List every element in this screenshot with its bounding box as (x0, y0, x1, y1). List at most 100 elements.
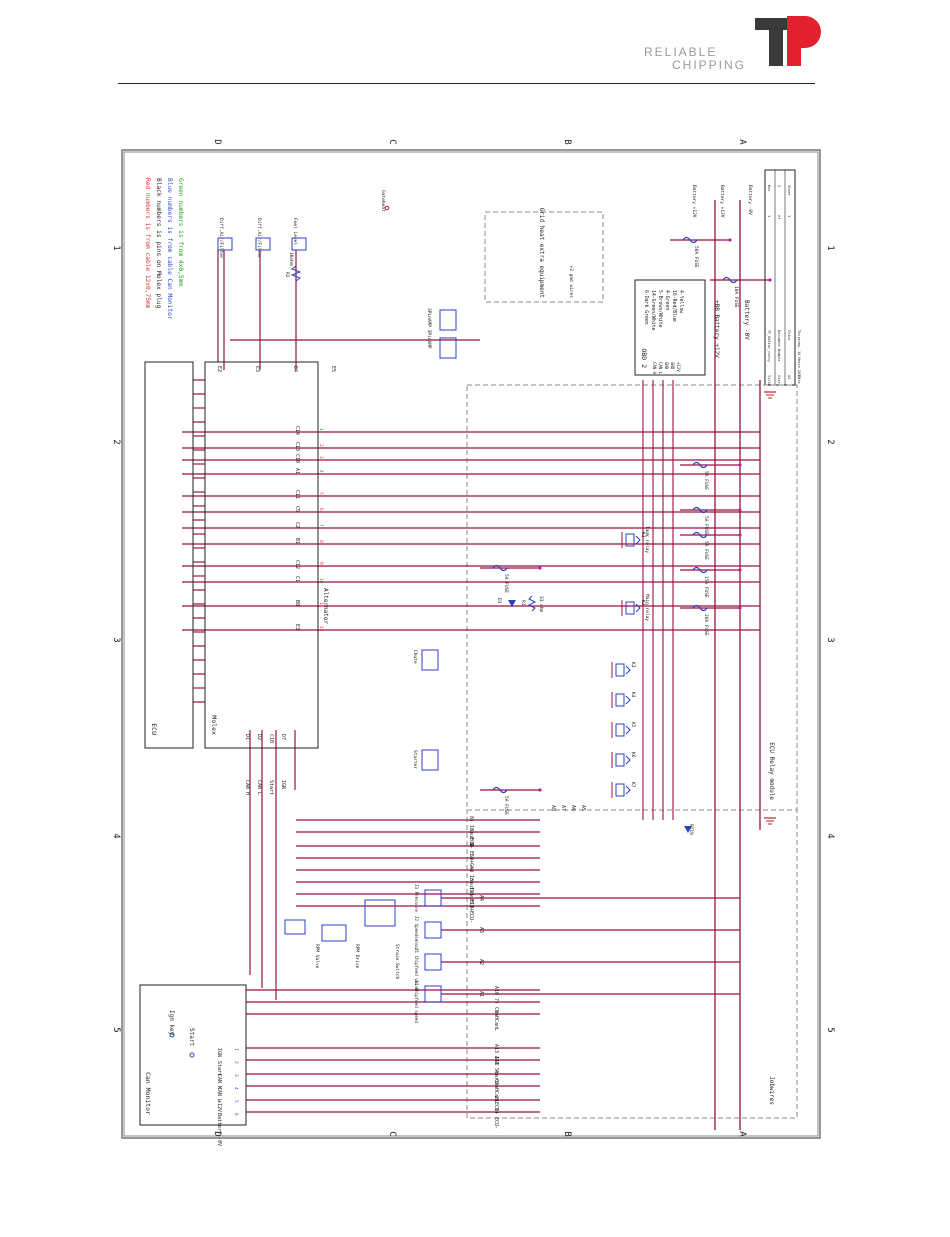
cable-num-1: 2 (318, 444, 324, 447)
zone-marker-left-1: 1 (111, 245, 121, 250)
grid-heat-region (484, 211, 604, 303)
sensor-label-0: Diff.Air/Filter (218, 218, 224, 259)
fuse-8-label: 5A FUSE (503, 796, 509, 815)
zone-marker-right-1: 1 (825, 245, 835, 250)
relay-K7 (615, 783, 625, 797)
fuse-junction-1 (768, 278, 772, 282)
fuse-1-label: 10A FUSE (733, 286, 739, 308)
can-monitor-block (139, 984, 247, 1126)
j-label-3: J4 Chipfeed speed (414, 980, 419, 1023)
zone-marker-left-2: 2 (111, 439, 121, 444)
can-monitor-label: Can Monitor (144, 1072, 152, 1115)
pos-label-1: Battery +12V (719, 185, 725, 218)
a-pin-A7: A7 (560, 805, 566, 811)
ecu-pin-C5: C5 (294, 506, 300, 512)
bottom-wire-label-2: 8) CanL (493, 1010, 499, 1031)
row-marker-top-C: C (387, 139, 397, 144)
title-value-2: Chips (787, 330, 791, 341)
title-key-3: Date (797, 375, 801, 383)
fuse-3 (692, 506, 708, 514)
zone-marker-left-3: 3 (111, 637, 121, 642)
relay-K5-label: K5 (630, 722, 636, 728)
j-pin-A2: A2 (478, 959, 484, 965)
zone-marker-right-3: 3 (825, 637, 835, 642)
cable-num-7: 8 (318, 540, 324, 543)
battery-label-1: Battery -0V (743, 300, 750, 340)
molex-pin-D2: D2 (256, 734, 262, 740)
obd-label: OBD 2 (640, 348, 648, 368)
page-header: RELIABLE CHIPPING TP (0, 0, 950, 90)
frame-inner (123, 151, 819, 1137)
zone-marker-right-2: 2 (825, 439, 835, 444)
can-monitor-row-1: Start (216, 1061, 222, 1076)
title-right-0: Rev (767, 185, 771, 191)
jobwires-region (466, 809, 798, 1119)
relay-K1-label: K1 (640, 532, 646, 538)
top-pin-E2: E2 (216, 366, 222, 372)
title-key-2: A3 (787, 375, 791, 379)
pos-label-0: Battery +12V (691, 185, 697, 218)
j-label-2: J1 Chipfeed valve (414, 948, 419, 991)
fuse-2 (692, 461, 708, 469)
tagline-chipping: CHIPPING (672, 58, 747, 72)
j-pin-A4: A4 (478, 895, 484, 901)
plug-io-label-0: 8) Input 1 (468, 816, 474, 846)
tp-logo: TP (755, 14, 821, 66)
row-marker-top-D: D (212, 139, 222, 144)
can-monitor-row-2: CAN H (216, 1074, 222, 1089)
cable-num-6: 7 (318, 524, 324, 527)
can-monitor-pin-5: 6 (233, 1113, 239, 1116)
a-pin-A6: A6 (570, 805, 576, 811)
relay-K4 (615, 693, 625, 707)
relay-K1 (625, 533, 635, 547)
zone-marker-right-5: 5 (825, 1027, 835, 1032)
extra-conn-b (439, 337, 457, 359)
fuse-5-label: 15A FUSE (703, 576, 709, 598)
can-monitor-pin-1: 2 (233, 1061, 239, 1064)
plug-io-label-5: 3) Input 1 (468, 878, 474, 908)
chute-label: Chute (412, 650, 418, 664)
title-value-3: Thursday, 14 March 2017 (797, 330, 801, 378)
diode-d1 (508, 600, 516, 607)
zone-marker-right-4: 4 (825, 833, 835, 838)
battery-label-0: +BB Battery +12V (713, 300, 720, 358)
row-marker-bottom-D: D (212, 1131, 222, 1136)
plug-io-label-6: 2) ECU+ (468, 890, 474, 911)
obd-pin-5: 4-Yellow (678, 290, 684, 313)
title-right-3: 1 (767, 215, 771, 217)
alternator-label: Alternator (322, 588, 329, 625)
top-pin-E5: E5 (330, 366, 336, 372)
obd-pin-2: 5-Brown/White (657, 290, 663, 328)
ecu-pin-A1: A1 (294, 468, 300, 474)
fuse-junction-8 (538, 788, 542, 792)
legend-line-0: Red numbers is from cable 12x0,75mm (144, 178, 151, 309)
j-pin-A1: A1 (478, 991, 484, 997)
title-value-1: Document Number (777, 330, 781, 362)
r2-label: R2 (284, 272, 290, 278)
relay-K5 (615, 723, 625, 737)
row-marker-bottom-C: C (387, 1131, 397, 1136)
plug-io-label-2: 6) ECU+ (468, 842, 474, 863)
obd-block (634, 279, 706, 376)
legend-line-2: Blue numbers is from cable Can Monitor (166, 178, 173, 320)
relay-K3-label: K3 (630, 662, 636, 668)
bottom-wire-label-6: 3) CanL (493, 1082, 499, 1103)
fuse-6-label: 5A FUSE (503, 574, 509, 593)
ecu-pin-C13: C13 (294, 442, 300, 451)
tagline-reliable: RELIABLE (644, 45, 718, 59)
logo-p-shape (787, 16, 821, 66)
row-marker-bottom-A: A (737, 1131, 747, 1137)
grid-heat-sub-label: +2 gnd wires (568, 265, 574, 298)
ecu-pin-C11: C11 (294, 490, 300, 499)
relay-K3-contact (625, 665, 631, 675)
bottom-wire-label-3: A13 IGN (493, 1044, 499, 1065)
wire-layer (182, 200, 770, 1130)
gateheat-label: Gateheat (380, 190, 386, 212)
logo-text: TP (755, 14, 757, 15)
molex-label: Molex (210, 715, 218, 735)
ecu-pin-C1: C1 (294, 576, 300, 582)
relay-name-0: Tank relay (644, 526, 650, 553)
starter-label: Starter (412, 750, 418, 769)
rpm-valve-conn (321, 924, 347, 942)
bottom-wire-label-0: A10 (493, 986, 499, 995)
